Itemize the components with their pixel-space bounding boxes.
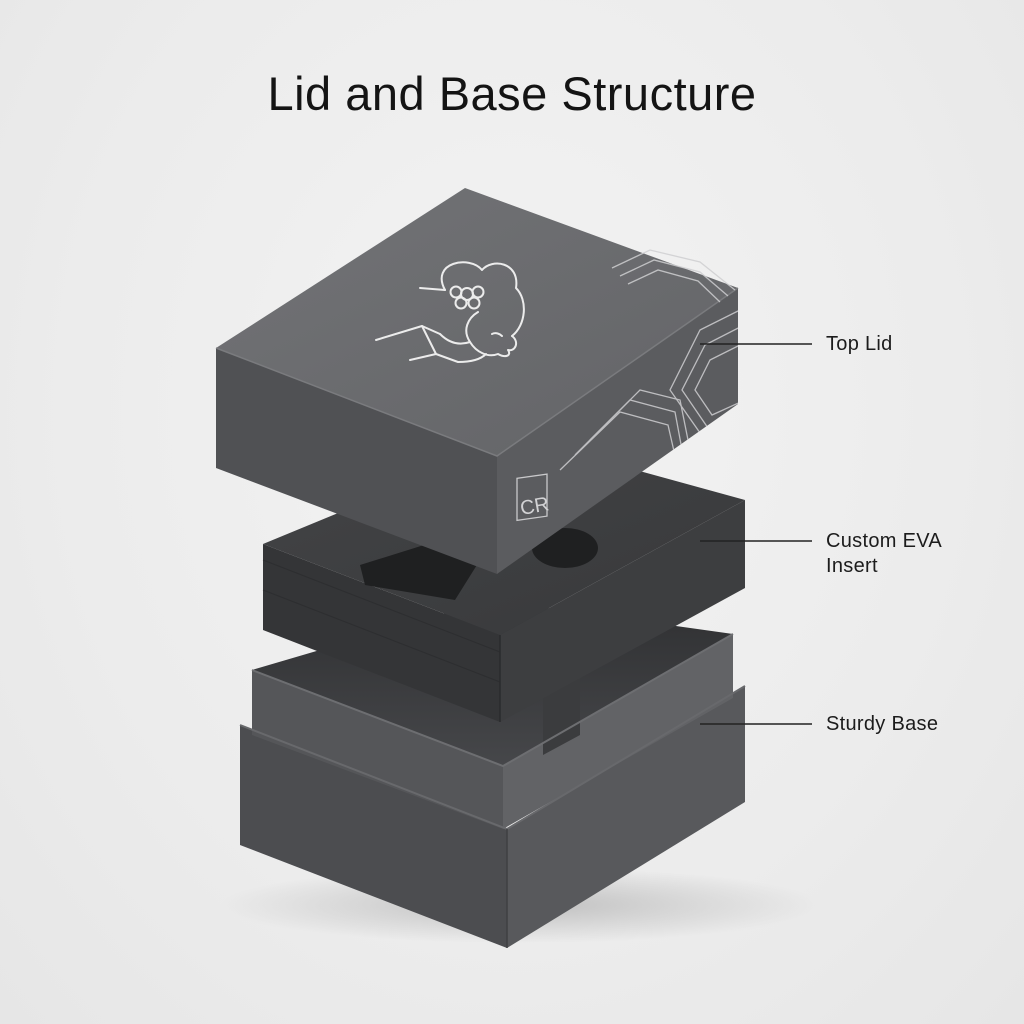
callout-label-insert-line1: Custom EVA [826,530,942,552]
callout-label-lid: Top Lid [826,333,893,355]
base-inner-front [252,670,503,829]
insert-cavity-round [532,528,598,568]
diagram-title: Lid and Base Structure [267,67,757,120]
geisha-line-art [375,261,525,363]
callout-label-insert: Custom EVA Insert [826,529,942,579]
lid-front [216,348,497,574]
callout-label-base: Sturdy Base [826,713,939,735]
base-cavity-divider [543,675,580,755]
base-outer-side [507,686,745,948]
base-inner-side [503,634,733,829]
lid-logo [516,473,548,522]
insert-front [263,544,500,722]
lid-top [216,188,738,456]
callout-lines [700,343,812,725]
insert-side [500,500,745,722]
lid-side [497,288,738,574]
lid-group: CR [215,188,739,574]
base-outer-front [240,725,507,948]
lid-logo-text: CR [519,493,551,520]
callout-label-insert-line2: Insert [826,555,878,577]
